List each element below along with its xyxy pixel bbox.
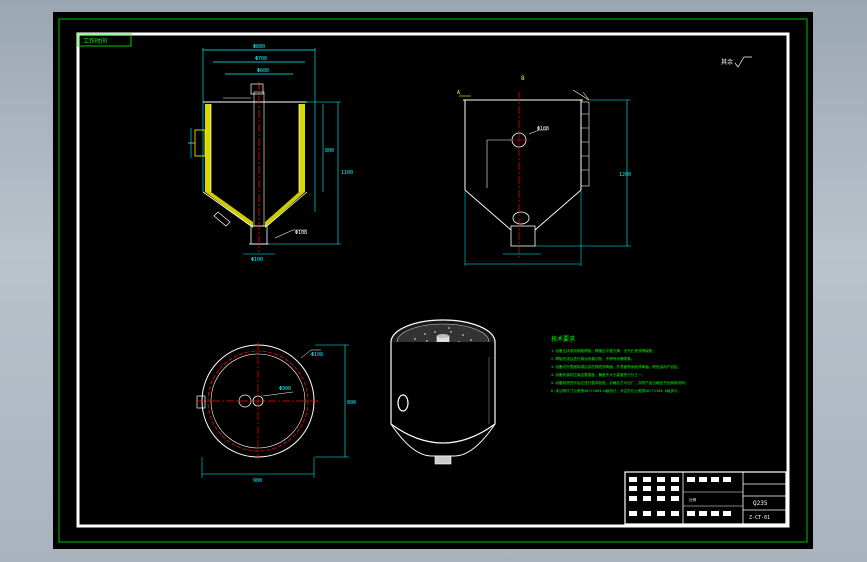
dim-front-top-2: Φ700 [255, 56, 267, 62]
dim-plan-bottom: 900 [253, 478, 262, 484]
dim-front-right-h2: 800 [325, 148, 334, 154]
tech-req-line-3: 3.设备内外表面除锈后涂防锈底漆两遍，外表面再涂面漆两遍，颜色由用户自定。 [551, 364, 681, 369]
front-section-view: Φ800 Φ700 Φ600 1100 [188, 44, 353, 263]
plan-view: Φ900 Φ108 900 800 [196, 342, 356, 484]
tech-req-line-6: 6.未注明尺寸公差按GB/T1804-m级执行，未注形位公差按GB/T1184-… [551, 388, 681, 393]
tech-req-line-1: 1.设备主体采用钢板焊接，焊缝应平整光滑，无气孔夹渣等缺陷。 [551, 348, 656, 353]
title-cell-scale: 比例 [689, 497, 697, 502]
tech-req-line-5: 5.设备制造完毕后应进行整体检验，合格后方可出厂，并附产品合格证书及使用说明。 [551, 380, 688, 385]
title-drawing-no: Z-CT-01 [749, 515, 770, 521]
leader-front-1: Φ108 [295, 230, 307, 236]
title-block: Tk 比例 Q235 Z-CT-01 [624, 471, 787, 525]
leader-side-1: Φ108 [537, 126, 549, 132]
dim-front-right-h: 1100 [341, 170, 353, 176]
leader-side-2: A [457, 90, 460, 96]
roughness-note: 其余 [721, 58, 733, 66]
roughness-symbol [734, 56, 752, 68]
dim-front-top-1: Φ800 [253, 44, 265, 50]
corner-tag: 工作时间 [83, 37, 107, 45]
corner-tag-box [77, 33, 132, 47]
title-drawing-name: Tk [713, 478, 719, 484]
drawing-frame [76, 32, 790, 528]
side-view-label: 8 [521, 75, 525, 82]
dim-side-right-h: 1200 [619, 172, 631, 178]
tech-req-line-2: 2.焊接完成后进行煤油渗漏试验，不得有渗漏现象。 [551, 356, 634, 361]
tech-requirements: 技术要求 1.设备主体采用钢板焊接，焊缝应平整光滑，无气孔夹渣等缺陷。 2.焊接… [551, 335, 688, 393]
dim-front-bottom: Φ100 [251, 257, 263, 263]
title-material: Q235 [753, 500, 768, 507]
drawing-canvas: 工作时间 其余 Φ800 Φ700 Φ600 [58, 18, 808, 543]
dim-plan-side: 800 [347, 400, 356, 406]
isometric-view [390, 319, 496, 465]
tech-req-heading: 技术要求 [551, 335, 575, 343]
leader-plan-1: Φ108 [311, 352, 323, 358]
cad-viewport[interactable]: 工作时间 其余 Φ800 Φ700 Φ600 [53, 12, 813, 549]
tech-req-line-4: 4.设备安装时应保证垂直度，偏差不大于高度的千分之一。 [551, 372, 645, 377]
dim-front-top-3: Φ600 [257, 68, 269, 74]
dim-plan-dia: Φ900 [279, 386, 291, 392]
side-view: 8 Φ108 1200 [457, 75, 631, 266]
outer-border [58, 18, 808, 543]
